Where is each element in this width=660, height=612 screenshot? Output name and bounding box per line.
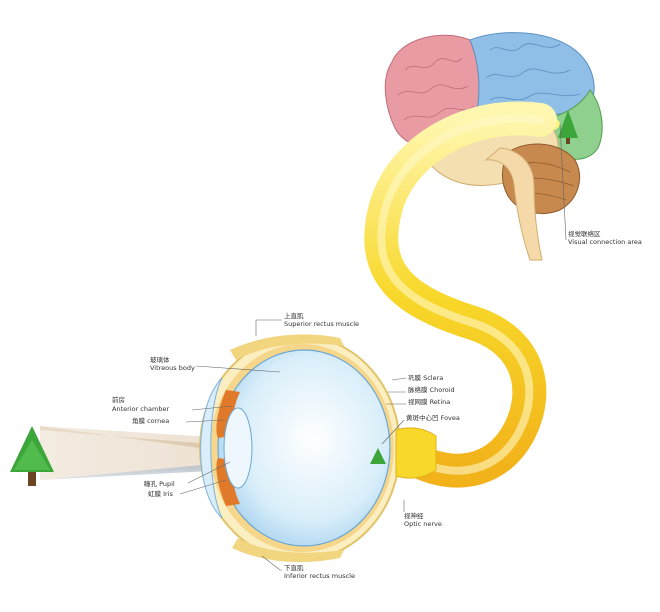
lens [223, 407, 253, 489]
label-retina: 视网膜 Retina [408, 397, 450, 406]
label-visual-area-cn: 视觉联络区 [568, 229, 601, 238]
label-anterior-en: Anterior chamber [112, 405, 169, 413]
label-inferior-cn: 下直肌 [284, 563, 304, 572]
cortex-tree-icon [558, 110, 578, 144]
label-pupil: 瞳孔 Pupil [144, 479, 175, 488]
frontal-gyri [397, 57, 475, 121]
label-superior-cn: 上直肌 [284, 311, 304, 320]
object-tree-icon [10, 426, 54, 486]
iris [216, 390, 240, 438]
superior-rectus-muscle [230, 334, 344, 360]
label-optic-cn: 视神经 [404, 511, 424, 520]
cornea [200, 377, 223, 519]
label-anterior-cn: 前房 [112, 395, 125, 404]
label-vitreous-en: Vitreous body [150, 364, 195, 372]
label-fovea: 黄斑中心凹 Fovea [406, 413, 460, 422]
label-cornea: 角膜 cornea [132, 416, 169, 425]
optic-nerve [395, 427, 437, 479]
label-vitreous-cn: 玻璃体 [150, 355, 170, 364]
label-visual-area-en: Visual connection area [568, 238, 642, 246]
label-superior-en: Superior rectus muscle [284, 320, 359, 328]
inferior-rectus-muscle [232, 538, 344, 563]
label-choroid: 脉络膜 Choroid [408, 385, 455, 394]
label-optic-en: Optic nerve [404, 520, 442, 528]
eyeball [199, 334, 437, 563]
label-sclera: 巩膜 Sclera [408, 373, 443, 382]
leader-lines [179, 123, 567, 571]
brainstem [484, 147, 543, 261]
label-inferior-en: Inferior rectus muscle [284, 572, 355, 580]
label-iris: 虹膜 Iris [148, 489, 173, 498]
fovea-tree-icon [370, 448, 386, 464]
labels: 视觉联络区 Visual connection area 上直肌 Superio… [112, 229, 642, 580]
vitreous-body [217, 349, 391, 547]
parietal-gyri [485, 43, 581, 101]
